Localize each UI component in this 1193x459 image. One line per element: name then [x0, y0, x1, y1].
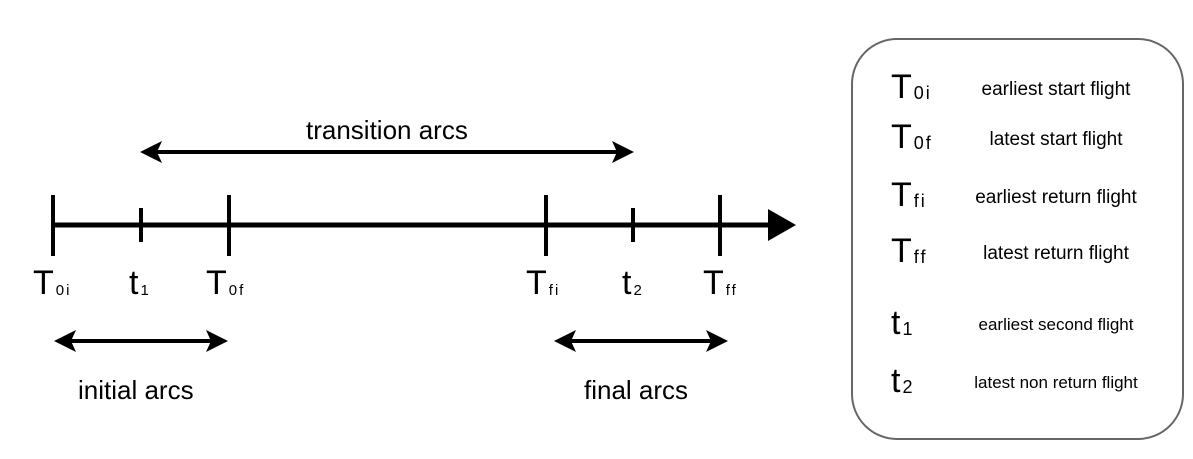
legend-description: earliest return flight	[975, 187, 1137, 208]
legend-description: earliest start flight	[981, 79, 1131, 100]
final-arcs-arrowhead-right	[706, 330, 728, 352]
final-arcs-arrowhead-left	[554, 330, 576, 352]
legend-description: earliest second flight	[978, 315, 1134, 334]
timeline-arrowhead	[768, 209, 796, 241]
final-arcs-label: final arcs	[584, 375, 689, 405]
transition-arcs-label: transition arcs	[306, 115, 468, 145]
legend-description: latest start flight	[989, 129, 1123, 150]
initial-arcs-label: initial arcs	[78, 375, 194, 405]
transition-arcs-arrowhead-right	[612, 141, 634, 163]
initial-arcs-arrowhead-right	[206, 330, 228, 352]
initial-arcs-arrowhead-left	[54, 330, 76, 352]
legend-description: latest non return flight	[974, 373, 1138, 392]
transition-arcs-arrowhead-left	[140, 141, 162, 163]
legend-description: latest return flight	[983, 243, 1129, 264]
